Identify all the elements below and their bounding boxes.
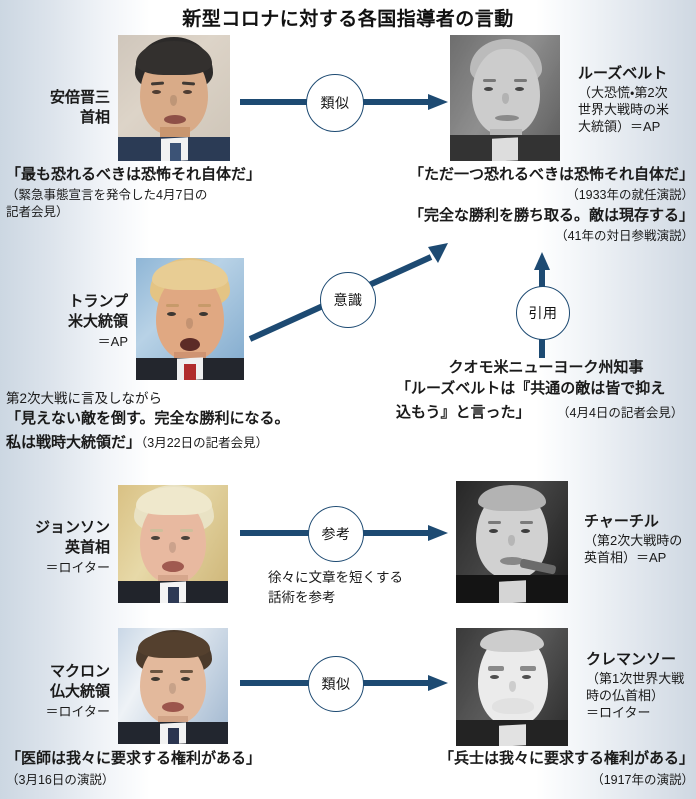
moustache-shape — [492, 698, 534, 714]
photo-johnson — [118, 485, 228, 603]
label-clemenceau-detail-2: 時の仏首相） — [586, 687, 665, 703]
quote-roosevelt-2: 「完全な勝利を勝ち取る。敵は現存する」 — [408, 208, 694, 224]
note-trump-lead: 第2次大戦に言及しながら — [6, 391, 163, 406]
quote-trump-2-line: 私は戦時大統領だ」（3月22日の記者会見） — [6, 432, 366, 454]
quote-trump-2: 私は戦時大統領だ」 — [6, 435, 142, 451]
note-roosevelt-1: （1933年の就任演説） — [566, 188, 694, 202]
label-johnson-name: ジョンソン — [34, 519, 110, 536]
label-roosevelt-detail-3: 大統領）＝AP — [578, 119, 661, 135]
label-macron: マクロン 仏大統領 ＝ロイター — [8, 662, 110, 721]
photo-churchill — [456, 481, 568, 603]
label-abe: 安倍晋三 首相 — [10, 88, 110, 128]
label-abe-name: 安倍晋三 — [49, 89, 110, 106]
note-abe-1: （緊急事態宣言を発令した4月7日の — [6, 188, 208, 202]
label-churchill-detail-2: 英首相）＝AP — [584, 549, 667, 565]
label-trump: トランプ 米大統領 ＝AP — [10, 292, 128, 351]
note-roosevelt-2: （41年の対日参戦演説） — [555, 229, 694, 243]
connector-badge-awareness: 意識 — [320, 272, 376, 328]
label-trump-name: トランプ — [68, 293, 128, 310]
label-abe-title: 首相 — [79, 108, 110, 126]
quote-trump-1: 「見えない敵を倒す。完全な勝利になる。 — [6, 411, 290, 427]
note-johnson-mid: 徐々に文章を短くする 話術を参考 — [268, 568, 468, 607]
quote-macron: 「医師は我々に要求する権利がある」 — [6, 751, 262, 767]
label-roosevelt-detail-2: 世界大戦時の米 — [578, 101, 670, 117]
photo-abe — [118, 35, 230, 161]
label-trump-credit: ＝AP — [97, 333, 128, 349]
connector-label: 引用 — [528, 305, 558, 321]
label-clemenceau: クレマンソー （第1次世界大戦 時の仏首相） ＝ロイター — [586, 650, 696, 721]
note-abe-2: 記者会見） — [6, 205, 69, 219]
note-trump-tail: （3月22日の記者会見） — [141, 436, 269, 450]
photo-trump — [136, 258, 244, 380]
label-roosevelt-name: ルーズベルト — [578, 65, 668, 82]
note-macron: （3月16日の演説） — [6, 773, 115, 787]
connector-label: 参考 — [321, 526, 351, 542]
label-clemenceau-detail-3: ＝ロイター — [586, 705, 651, 721]
label-churchill: チャーチル （第2次大戦時の 英首相）＝AP — [584, 512, 696, 566]
connector-badge-quotation: 引用 — [516, 286, 570, 340]
label-roosevelt-detail-1: （大恐慌・第2次 — [578, 84, 668, 100]
quote-clemenceau: 「兵士は我々に要求する権利がある」 — [438, 751, 694, 767]
connector-label: 意識 — [333, 292, 363, 308]
label-johnson-title: 英首相 — [64, 538, 110, 556]
note-cuomo: （4月4日の記者会見） — [557, 406, 684, 420]
quote-cuomo-1: 「ルーズベルトは『共通の敵は皆で抑え — [396, 381, 666, 397]
quote-cuomo-2: 込もう』と言った」 — [396, 405, 531, 421]
note-johnson-mid-1: 徐々に文章を短くする — [268, 570, 403, 585]
note-johnson-mid-2: 話術を参考 — [268, 589, 336, 605]
photo-macron — [118, 628, 228, 744]
label-macron-name: マクロン — [49, 663, 110, 680]
label-clemenceau-name: クレマンソー — [586, 651, 677, 668]
quote-roosevelt-1: 「ただ一つ恐れるべきは恐怖それ自体だ」 — [408, 167, 694, 183]
connector-badge-similar-2: 類似 — [308, 656, 364, 712]
label-johnson-credit: ＝ロイター — [45, 559, 110, 575]
note-clemenceau: （1917年の演説） — [591, 773, 694, 787]
label-churchill-detail-1: （第2次大戦時の — [584, 532, 683, 548]
quote-cuomo-2-line: 込もう』と言った」 （4月4日の記者会見） — [396, 402, 696, 424]
photo-roosevelt — [450, 35, 560, 161]
label-macron-title: 仏大統領 — [49, 682, 110, 700]
label-roosevelt: ルーズベルト （大恐慌・第2次 世界大戦時の米 大統領）＝AP — [578, 64, 696, 135]
label-johnson: ジョンソン 英首相 ＝ロイター — [8, 518, 110, 577]
connector-label: 類似 — [320, 95, 350, 111]
heading-cuomo: クオモ米ニューヨーク州知事 — [448, 359, 644, 376]
connector-label: 類似 — [321, 676, 351, 692]
label-clemenceau-detail-1: （第1次世界大戦 — [586, 670, 685, 686]
label-churchill-name: チャーチル — [584, 513, 659, 530]
quote-abe: 「最も恐れるべきは恐怖それ自体だ」 — [6, 167, 262, 183]
page-title: 新型コロナに対する各国指導者の言動 — [182, 9, 514, 30]
photo-clemenceau — [456, 628, 568, 746]
connector-badge-reference: 参考 — [308, 506, 364, 562]
connector-badge-similar-1: 類似 — [306, 74, 364, 132]
label-macron-credit: ＝ロイター — [45, 703, 110, 719]
label-trump-title: 米大統領 — [67, 312, 128, 330]
